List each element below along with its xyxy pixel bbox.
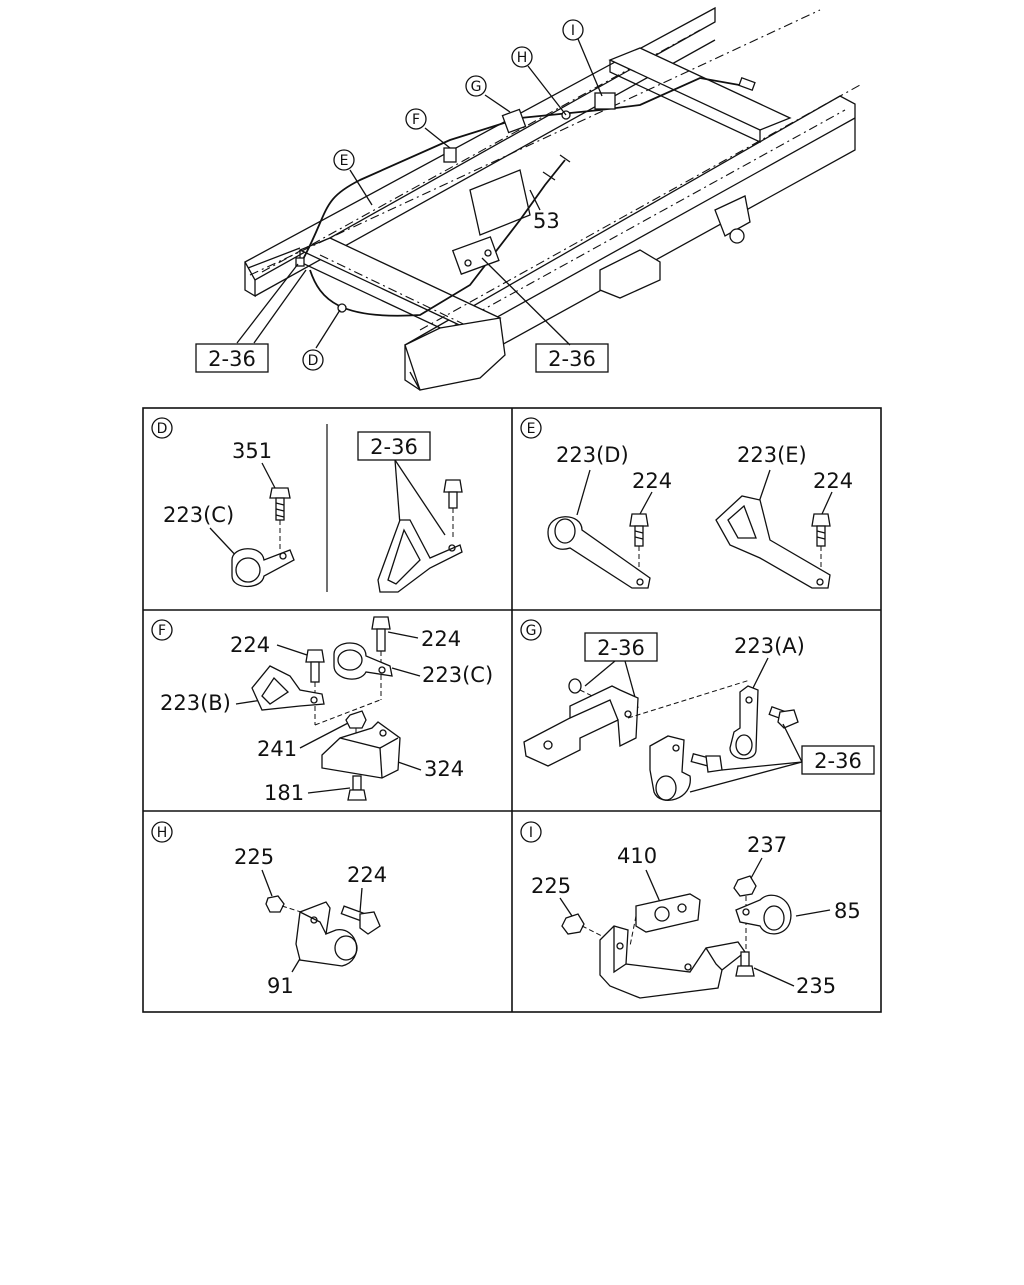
label-324: 324 <box>424 757 464 781</box>
label-224-e2: 224 <box>813 469 853 493</box>
svg-text:D: D <box>308 353 319 369</box>
label-223D: 223(D) <box>556 443 629 467</box>
label-235: 235 <box>796 974 836 998</box>
label-237: 237 <box>747 833 787 857</box>
ref-box-2-36-top-left: 2-36 <box>195 343 269 373</box>
svg-text:I: I <box>571 23 575 39</box>
label-351: 351 <box>232 439 272 463</box>
panel-I: I 225 410 237 85 235 <box>520 821 861 999</box>
label-223E: 223(E) <box>737 443 807 467</box>
ref-box-2-36-panel-G-top: 2-36 <box>584 632 658 662</box>
svg-text:F: F <box>158 623 166 639</box>
label-53: 53 <box>533 209 560 233</box>
label-224-f1: 224 <box>230 633 270 657</box>
svg-text:E: E <box>340 153 349 169</box>
ref-box-2-36-panel-D: 2-36 <box>357 431 431 461</box>
label-224-f2: 224 <box>421 627 461 651</box>
svg-text:2-36: 2-36 <box>208 347 256 371</box>
label-181: 181 <box>264 781 304 805</box>
label-223A: 223(A) <box>734 634 805 658</box>
svg-text:2-36: 2-36 <box>814 749 862 773</box>
label-225-h: 225 <box>234 845 274 869</box>
svg-text:F: F <box>412 112 420 128</box>
svg-text:H: H <box>517 50 528 66</box>
svg-text:2-36: 2-36 <box>370 435 418 459</box>
label-224-e1: 224 <box>632 469 672 493</box>
callout-H-top: H <box>511 46 533 68</box>
svg-text:I: I <box>529 825 533 841</box>
panel-D: D 351 223(C) 2-36 <box>151 417 463 593</box>
callout-G-top: G <box>465 75 487 97</box>
label-223B: 223(B) <box>160 691 231 715</box>
callout-F-top: F <box>405 108 427 130</box>
callout-I-top: I <box>562 19 584 41</box>
svg-text:G: G <box>471 79 482 95</box>
label-224-h: 224 <box>347 863 387 887</box>
callout-D-top: D <box>302 349 324 371</box>
callout-E-top: E <box>333 149 355 171</box>
svg-text:G: G <box>526 623 537 639</box>
label-91: 91 <box>267 974 294 998</box>
label-85: 85 <box>834 899 861 923</box>
svg-text:E: E <box>527 421 536 437</box>
svg-text:2-36: 2-36 <box>597 636 645 660</box>
ref-box-2-36-top-right: 2-36 <box>535 343 609 373</box>
label-223C-f: 223(C) <box>422 663 493 687</box>
panel-G: G 2-36 223(A) 2-36 <box>520 619 875 801</box>
top-leaders <box>236 38 603 349</box>
label-225-i: 225 <box>531 874 571 898</box>
detail-grid <box>142 407 882 1013</box>
panel-H: H 225 224 91 <box>151 821 387 998</box>
brake-cable-run <box>295 77 756 317</box>
panel-F: F 224 224 223(C) 223(B) 241 324 181 <box>151 616 493 805</box>
ref-box-2-36-panel-G-bottom: 2-36 <box>801 745 875 775</box>
chassis-frame-illustration <box>244 6 861 391</box>
panel-E: E 223(D) 224 223(E) 224 <box>520 417 853 589</box>
svg-text:H: H <box>157 825 168 841</box>
label-410: 410 <box>617 844 657 868</box>
label-223C-d: 223(C) <box>163 503 234 527</box>
label-241: 241 <box>257 737 297 761</box>
svg-text:D: D <box>157 421 168 437</box>
svg-text:2-36: 2-36 <box>548 347 596 371</box>
